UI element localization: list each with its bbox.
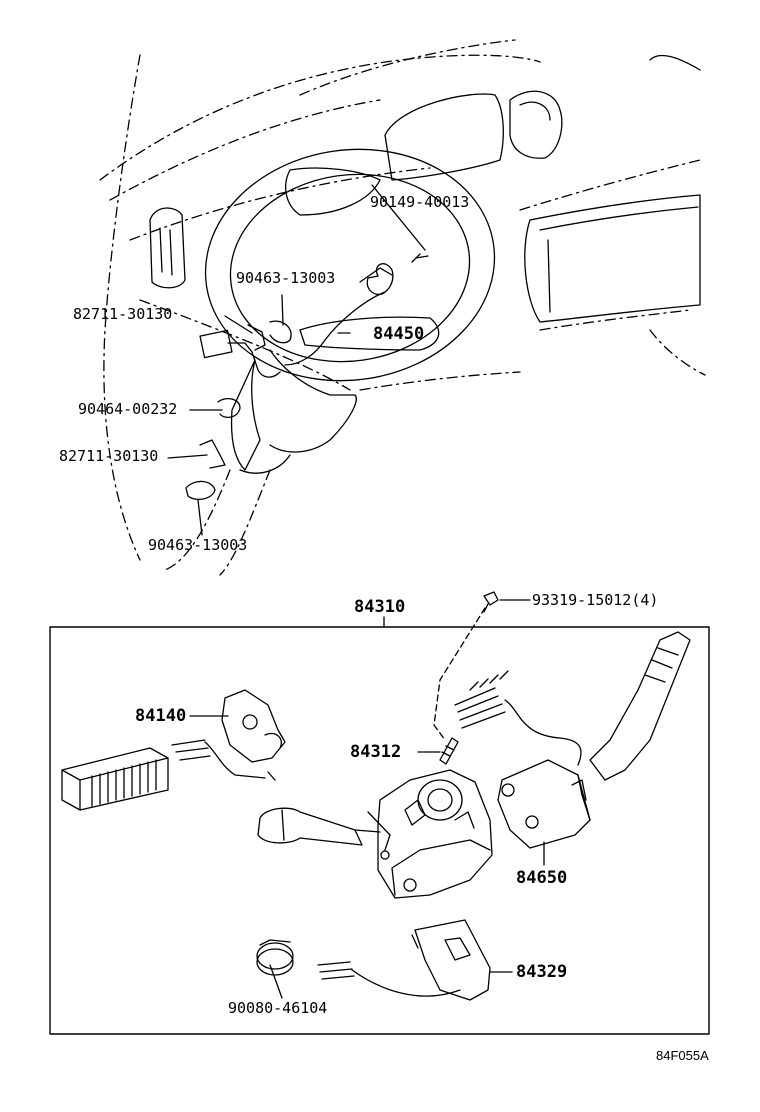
diagram-code: 84F055A <box>656 1048 709 1063</box>
assembly-boundary-box <box>49 626 710 1035</box>
band-90080 <box>256 939 294 976</box>
gauge-openings <box>149 54 701 323</box>
part-label-84140[interactable]: 84140 <box>135 706 187 726</box>
part-label-84450[interactable]: 84450 <box>373 324 425 344</box>
combination-switch-body <box>367 769 493 899</box>
pin-84312 <box>439 737 459 765</box>
part-label-84312[interactable]: 84312 <box>350 742 402 762</box>
part-label-84650[interactable]: 84650 <box>516 868 568 888</box>
part-label-93319-15012[interactable]: 93319-15012(4) <box>532 591 659 609</box>
part-label-90149-40013[interactable]: 90149-40013 <box>370 193 470 211</box>
clock-spring-cable <box>199 253 429 378</box>
connector-block <box>61 747 169 811</box>
switch-84140 <box>171 689 286 781</box>
steering-wheel <box>204 148 496 474</box>
part-label-90463-13003-upper[interactable]: 90463-13003 <box>236 269 336 287</box>
screw-93319 <box>483 591 499 613</box>
right-lever-stalk <box>589 631 691 781</box>
part-label-90080-46104[interactable]: 90080-46104 <box>228 999 328 1017</box>
leader-lines-lower <box>189 599 545 999</box>
switch-84329 <box>317 919 491 1001</box>
wire-harness-84650 <box>454 670 582 766</box>
part-label-82711-30130-upper[interactable]: 82711-30130 <box>73 305 173 323</box>
part-label-90463-13003-lower[interactable]: 90463-13003 <box>148 536 248 554</box>
leader-lines-upper <box>167 184 426 536</box>
switch-84650 <box>497 759 591 849</box>
dashboard-outline <box>99 39 706 576</box>
left-lever-stalk <box>257 807 381 846</box>
part-label-84329[interactable]: 84329 <box>516 962 568 982</box>
part-label-82711-30130-lower[interactable]: 82711-30130 <box>59 447 159 465</box>
part-label-84310[interactable]: 84310 <box>354 597 406 617</box>
small-clamps-upper-view <box>185 397 241 501</box>
part-label-90464-00232[interactable]: 90464-00232 <box>78 400 178 418</box>
